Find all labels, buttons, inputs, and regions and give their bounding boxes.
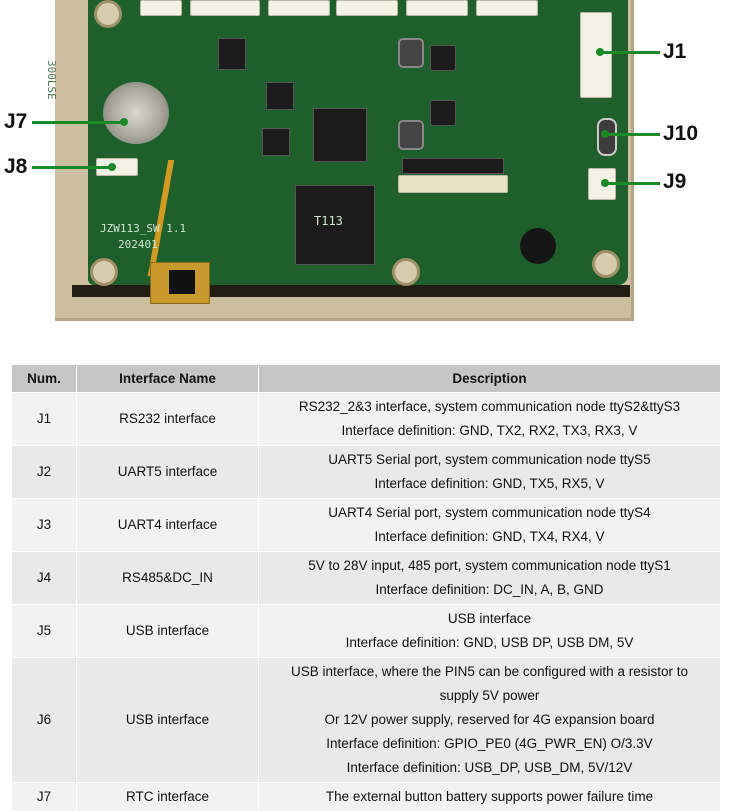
header-description: Description (258, 364, 721, 393)
board-date-silk: 202401 (118, 238, 158, 251)
table-row: J2 UART5 interface UART5 Serial port, sy… (11, 445, 721, 499)
small-chip-2 (262, 128, 290, 156)
header-interface-name: Interface Name (76, 364, 259, 393)
capacitor-1 (398, 38, 424, 68)
j9-line (605, 182, 660, 185)
cell-num: J2 (11, 445, 77, 499)
ffc-connector (398, 175, 508, 193)
cell-num: J7 (11, 782, 77, 812)
cell-description: UART4 Serial port, system communication … (258, 498, 721, 552)
table-row: J7 RTC interface The external button bat… (11, 782, 721, 812)
cell-description: The external button battery supports pow… (258, 782, 721, 812)
pcb-photo: T113 JZW113_SW 1.1 202401 300LSE J1 J10 … (0, 0, 731, 345)
top-connector-5 (406, 0, 468, 16)
desc-line: RS232_2&3 interface, system communicatio… (298, 399, 681, 414)
j1-connector (580, 12, 612, 98)
cell-description: RS232_2&3 interface, system communicatio… (258, 392, 721, 446)
desc-line: Interface definition: GND, TX4, RX4, V (374, 529, 605, 544)
j7-dot (120, 118, 128, 126)
rtc-battery (103, 82, 169, 144)
top-connector-1 (140, 0, 182, 16)
small-chip-1 (218, 38, 246, 70)
desc-line: Interface definition: GND, TX5, RX5, V (374, 476, 605, 491)
board-name-silk: JZW113_SW 1.1 (100, 222, 186, 235)
table-row: J1 RS232 interface RS232_2&3 interface, … (11, 392, 721, 446)
j1-callout: J1 (663, 40, 687, 63)
desc-line: Interface definition: USB_DP, USB_DM, 5V… (346, 760, 633, 775)
inductor-2 (430, 100, 456, 126)
capacitor-2 (398, 120, 424, 150)
desc-line: 5V to 28V input, 485 port, system commun… (308, 558, 671, 573)
cell-name: UART4 interface (76, 498, 259, 552)
j8-dot (108, 163, 116, 171)
table-row: J6 USB interface USB interface, where th… (11, 657, 721, 783)
cell-name: USB interface (76, 657, 259, 783)
cell-description: UART5 Serial port, system communication … (258, 445, 721, 499)
chip-label: T113 (314, 214, 343, 228)
board-version-text: 1.1 (166, 222, 187, 235)
cell-num: J1 (11, 392, 77, 446)
cell-name: RS232 interface (76, 392, 259, 446)
top-connector-3 (268, 0, 330, 16)
j10-line (605, 133, 660, 136)
cell-name: UART5 interface (76, 445, 259, 499)
side-silk-left: 300LSE (45, 60, 58, 100)
table-row: J3 UART4 interface UART4 Serial port, sy… (11, 498, 721, 552)
top-connector-4 (336, 0, 398, 16)
cell-num: J4 (11, 551, 77, 605)
touch-ic (169, 270, 195, 294)
cell-num: J6 (11, 657, 77, 783)
j7-callout: J7 (4, 110, 28, 133)
cell-num: J5 (11, 604, 77, 658)
j8-line (32, 166, 112, 169)
j7-line (32, 121, 124, 124)
cell-name: RTC interface (76, 782, 259, 812)
top-connector-2 (190, 0, 260, 16)
j10-callout: J10 (663, 122, 699, 145)
interface-table: Num. Interface Name Description J1 RS232… (11, 364, 721, 812)
buzzer (520, 228, 556, 264)
inductor-1 (430, 45, 456, 71)
ffc-latch (402, 158, 504, 174)
desc-line: Interface definition: GPIO_PE0 (4G_PWR_E… (326, 736, 653, 751)
main-processor-chip: T113 (295, 185, 375, 265)
cell-description: USB interface, where the PIN5 can be con… (258, 657, 721, 783)
desc-line: UART4 Serial port, system communication … (328, 505, 651, 520)
desc-line: Interface definition: GND, USB DP, USB D… (345, 635, 634, 650)
desc-line: Interface definition: GND, TX2, RX2, TX3… (341, 423, 638, 438)
header-num: Num. (11, 364, 77, 393)
board-name-text: JZW113_SW (100, 222, 160, 235)
mounting-hole-4 (94, 0, 122, 28)
table-row: J5 USB interface USB interface Interface… (11, 604, 721, 658)
desc-line: Or 12V power supply, reserved for 4G exp… (324, 712, 655, 727)
desc-line: supply 5V power (439, 688, 540, 703)
top-connector-6 (476, 0, 538, 16)
table-header-row: Num. Interface Name Description (11, 364, 721, 393)
desc-line: Interface definition: DC_IN, A, B, GND (375, 582, 604, 597)
cell-name: USB interface (76, 604, 259, 658)
j1-line (600, 51, 660, 54)
cell-description: USB interface Interface definition: GND,… (258, 604, 721, 658)
j8-callout: J8 (4, 155, 28, 178)
desc-line: USB interface, where the PIN5 can be con… (291, 664, 688, 679)
small-chip-3 (266, 82, 294, 110)
mounting-hole-1 (90, 258, 118, 286)
j9-callout: J9 (663, 170, 687, 193)
cell-description: 5V to 28V input, 485 port, system commun… (258, 551, 721, 605)
cell-name: RS485&DC_IN (76, 551, 259, 605)
display-frame (72, 285, 630, 297)
mounting-hole-2 (392, 258, 420, 286)
mounting-hole-3 (592, 250, 620, 278)
cell-num: J3 (11, 498, 77, 552)
memory-chip (313, 108, 367, 162)
desc-line: The external button battery supports pow… (325, 789, 654, 804)
table-row: J4 RS485&DC_IN 5V to 28V input, 485 port… (11, 551, 721, 605)
desc-line: USB interface (447, 611, 532, 626)
desc-line: UART5 Serial port, system communication … (328, 452, 651, 467)
